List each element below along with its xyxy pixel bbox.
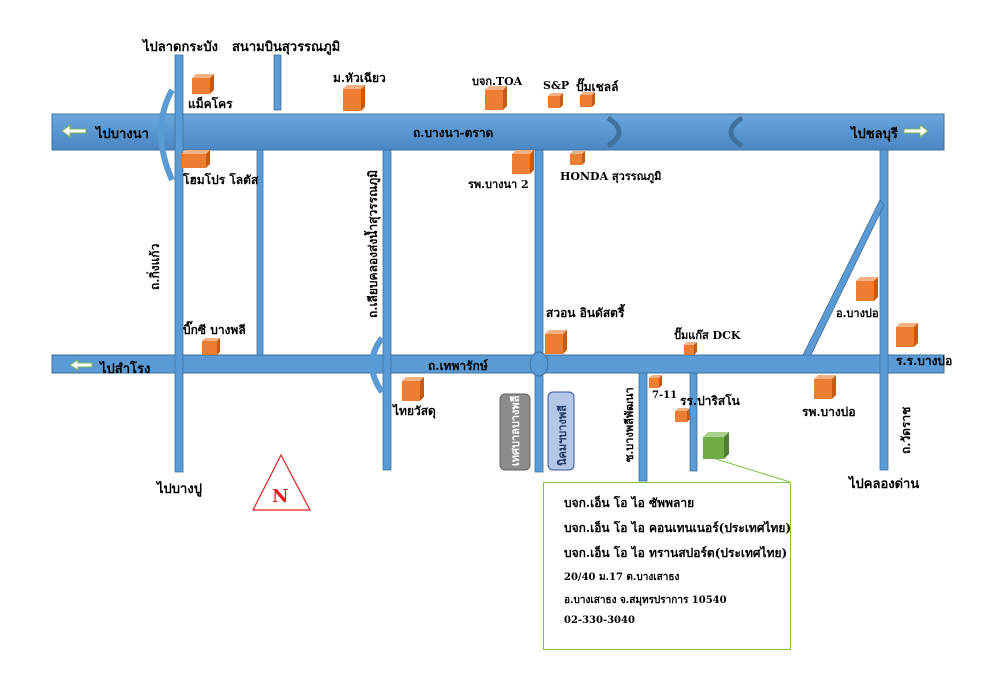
direction-khlong-dan: ไปคลองด่าน bbox=[849, 477, 920, 492]
info-address-1: 20/40 ม.17 ต.บางเสาธง bbox=[564, 572, 680, 583]
arrow-right-icon bbox=[903, 124, 929, 138]
landmark-school-pari: รร.ปาริสโน bbox=[680, 394, 740, 408]
road-diagonal bbox=[802, 199, 885, 356]
north-sign-icon bbox=[252, 453, 311, 511]
building-icon bbox=[570, 151, 585, 165]
road-airport bbox=[273, 54, 282, 111]
road-central bbox=[534, 149, 544, 473]
landmark-hospital-bangbo: รพ.บางบ่อ bbox=[802, 405, 856, 419]
direction-samrong: ไปสำโรง bbox=[100, 362, 151, 377]
building-icon bbox=[649, 375, 662, 388]
road-label-wat-ratch: ถ.วัดราช bbox=[899, 406, 913, 454]
nikhom-box bbox=[547, 391, 575, 471]
target-location-icon bbox=[703, 432, 729, 459]
info-company-container: บจก.เอ็น โอ ไอ คอนเทนเนอร์(ประเทศไทย) bbox=[564, 521, 792, 535]
landmark-amphoe: อ.บางบ่อ bbox=[836, 307, 879, 320]
road-label-bangna-trat: ถ.บางนา-ตราด bbox=[413, 126, 494, 140]
landmark-nikhom: นิคมฯบางพลี bbox=[556, 405, 569, 466]
road-bangna-trat bbox=[51, 113, 945, 151]
landmark-suan-intasri: สวอน อินดัสตรี้ bbox=[546, 306, 625, 320]
arrow-left-icon bbox=[61, 124, 87, 138]
landmark-homepro: โฮมโปร โลตัส bbox=[183, 173, 259, 187]
landmark-school-bangbo: ร.ร.บางบ่อ bbox=[896, 354, 953, 368]
building-icon bbox=[548, 93, 563, 108]
building-icon bbox=[896, 323, 918, 347]
road-label-theparak: ถ.เทพารักษ์ bbox=[428, 359, 488, 373]
info-company-transport: บจก.เอ็น โอ ไอ ทรานสปอร์ต(ประเทศไทย) bbox=[564, 546, 788, 560]
landmark-thai-watsadu: ไทยวัสดุ bbox=[393, 404, 436, 418]
building-icon bbox=[192, 74, 214, 94]
building-icon bbox=[684, 342, 697, 355]
road-theparak bbox=[51, 354, 945, 374]
direction-bang-pu: ไปบางปู bbox=[157, 482, 202, 497]
interchange-theparak bbox=[369, 336, 385, 394]
landmark-gas-dck: ปั๊มแก๊ส DCK bbox=[674, 329, 741, 342]
info-company-supply: บจก.เอ็น โอ ไอ ซัพพลาย bbox=[564, 496, 695, 510]
building-icon bbox=[202, 338, 220, 355]
landmark-sp: S&P bbox=[543, 79, 570, 92]
building-icon bbox=[856, 277, 878, 301]
thesaban-box bbox=[499, 393, 531, 471]
building-icon bbox=[512, 150, 534, 174]
road-label-liap-khlong: ถ.เลียบคลองส่งน้ำสุวรรณภูมิ bbox=[366, 169, 380, 318]
building-icon bbox=[545, 330, 567, 354]
callout-line bbox=[715, 458, 791, 483]
info-address-2: อ.บางเสาธง จ.สมุทรปราการ 10540 bbox=[564, 595, 727, 606]
building-icon bbox=[343, 85, 365, 111]
building-icon bbox=[814, 375, 836, 399]
interchange-west bbox=[158, 88, 175, 182]
direction-bangna: ไปบางนา bbox=[96, 127, 149, 142]
landmark-honda: HONDA สุวรรณภูมิ bbox=[560, 170, 662, 183]
company-info-box: บจก.เอ็น โอ ไอ ซัพพลาย บจก.เอ็น โอ ไอ คอ… bbox=[543, 482, 791, 650]
landmark-bangna2: รพ.บางนา 2 bbox=[468, 178, 529, 191]
direction-lat-krabang: ไปลาดกระบัง bbox=[143, 40, 218, 55]
interchange-east-a bbox=[606, 115, 622, 149]
landmark-thesaban: เทศบาลบางพลี bbox=[509, 395, 522, 466]
landmark-hua-chiao: ม.หัวเฉียว bbox=[333, 71, 386, 85]
landmark-seven: 7-11 bbox=[652, 390, 678, 401]
landmark-makro: แม็คโคร bbox=[188, 97, 233, 111]
road-connector-a bbox=[256, 149, 264, 356]
direction-chonburi: ไปชลบุรี bbox=[851, 127, 898, 142]
landmark-bigc: บิ๊กซี บางพลี bbox=[183, 323, 246, 337]
roundabout bbox=[529, 351, 549, 377]
road-bang-phli-phatthana bbox=[638, 372, 648, 482]
building-icon bbox=[402, 377, 424, 401]
landmark-shell: ปั๊มเชลล์ bbox=[576, 80, 619, 94]
arrow-left-icon bbox=[69, 359, 93, 371]
road-wat-ratch bbox=[879, 149, 889, 471]
landmark-toa: บจก.TOA bbox=[472, 75, 523, 88]
building-icon bbox=[182, 150, 210, 168]
building-icon bbox=[675, 408, 690, 422]
road-label-king-kaeo: ถ.กิ่งแก้ว bbox=[148, 243, 162, 290]
direction-airport: สนามบินสุวรรณภูมิ bbox=[232, 40, 341, 55]
road-king-kaeo bbox=[174, 54, 184, 473]
info-phone: 02-330-3040 bbox=[564, 615, 635, 626]
building-icon bbox=[580, 92, 595, 107]
road-side-b bbox=[689, 372, 698, 472]
road-liap-khlong bbox=[382, 149, 392, 471]
interchange-east-b bbox=[728, 115, 744, 149]
road-label-bang-phli-phatthana: ซ.บางพลีพัฒนา bbox=[623, 387, 636, 462]
north-letter: N bbox=[272, 486, 289, 507]
building-icon bbox=[485, 86, 507, 110]
